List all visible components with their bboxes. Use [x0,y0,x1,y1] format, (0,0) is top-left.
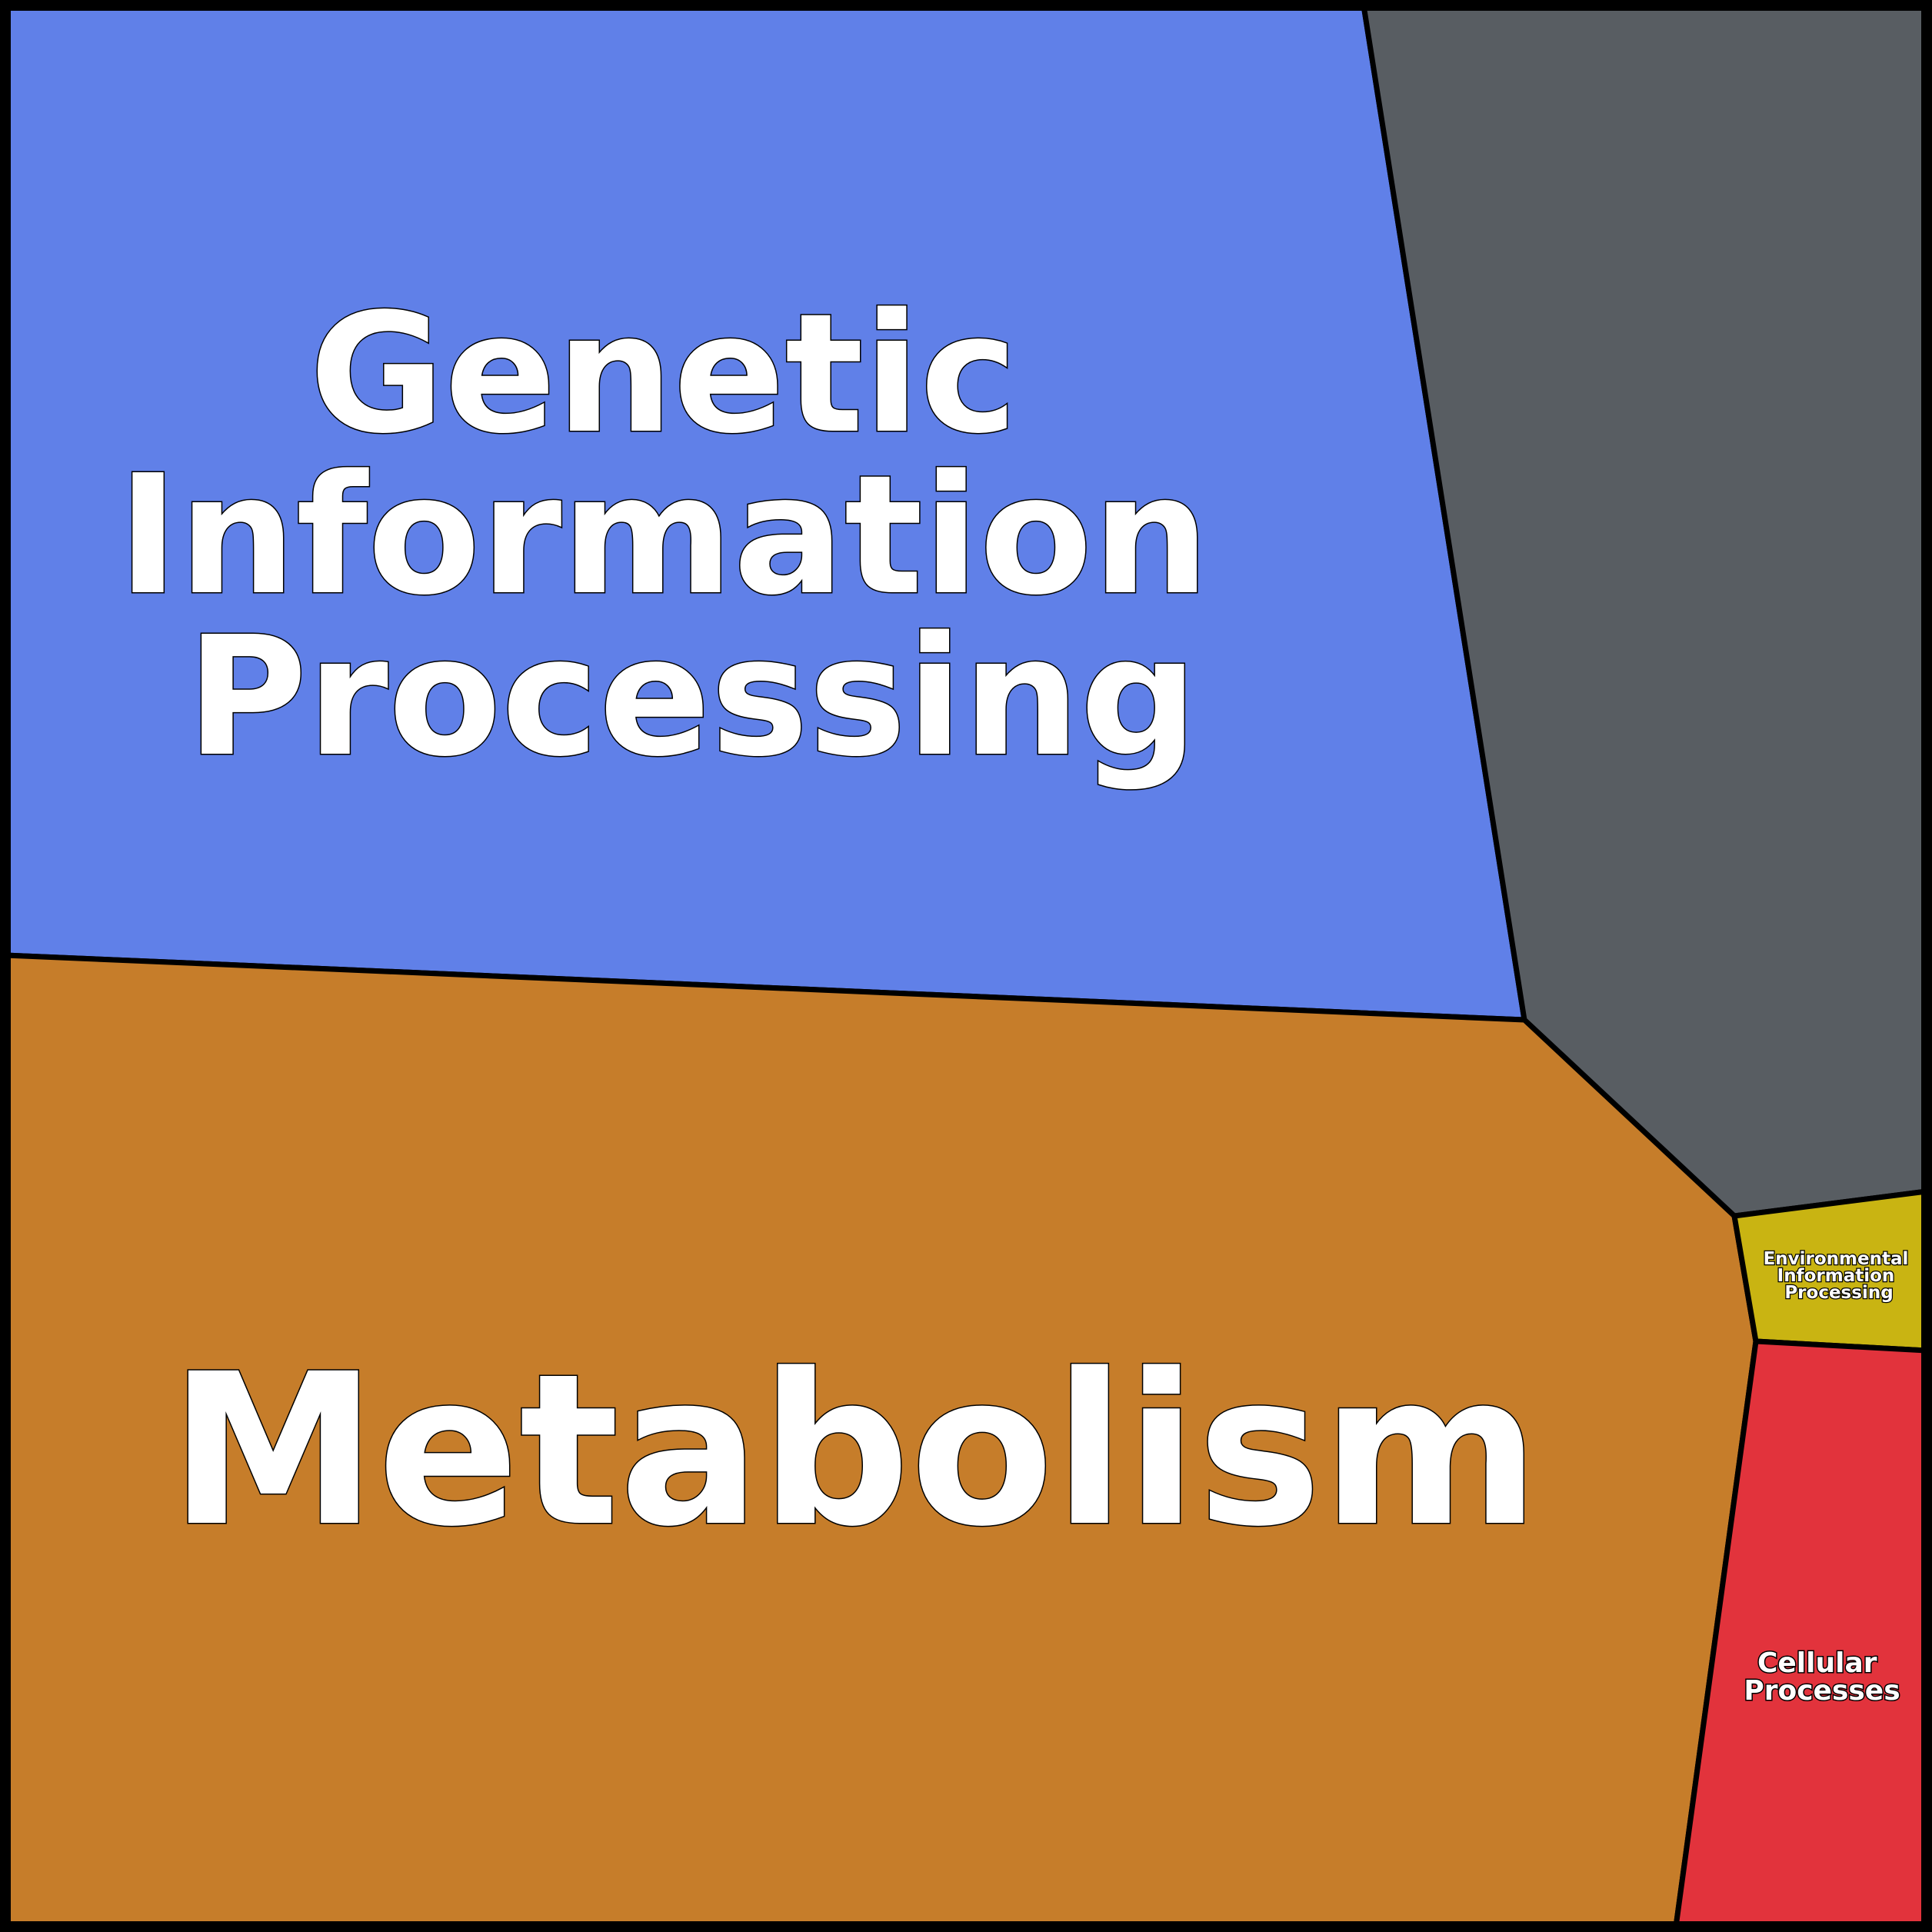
label-cellular-processes: Cellular Processes [1744,1647,1900,1707]
label-metabolism: Metabolism [169,1330,1540,1573]
label-genetic-information-processing: Genetic Information Processing [118,278,1267,793]
label-environmental-information-processing: Environmental Information Processing [1764,1249,1915,1303]
